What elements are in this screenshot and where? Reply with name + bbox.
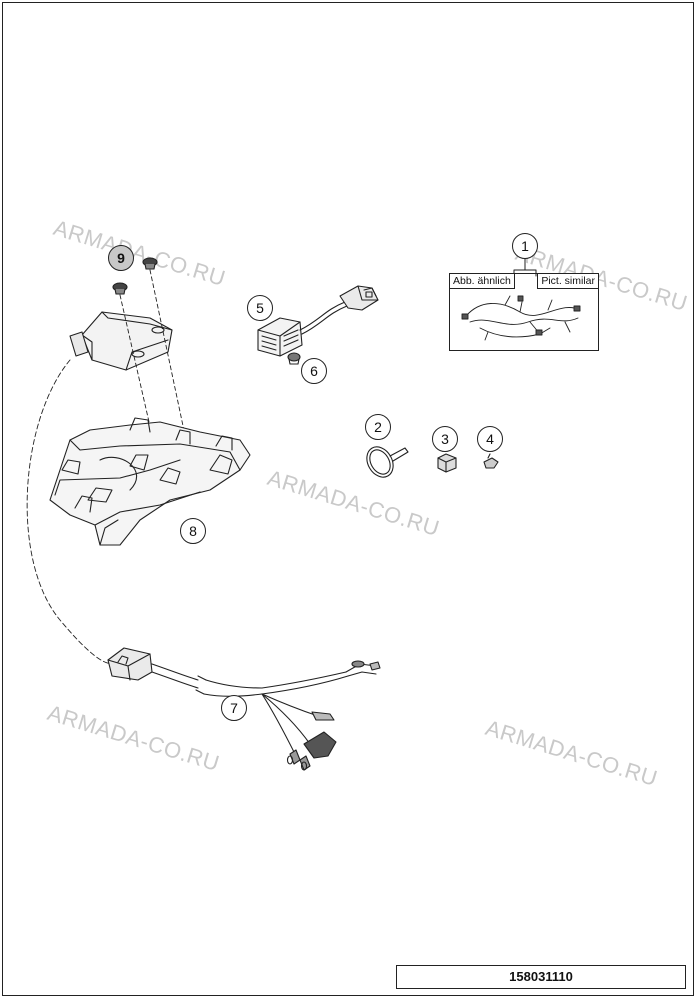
callout-6[interactable]: 6 xyxy=(301,358,327,384)
mounting-bracket-drawing xyxy=(49,417,251,546)
callout-7[interactable]: 7 xyxy=(221,695,247,721)
wiring-harness-drawing xyxy=(107,647,381,771)
rubber-cap-drawing xyxy=(437,453,457,473)
voltage-regulator-drawing xyxy=(257,285,379,357)
callout-3[interactable]: 3 xyxy=(432,426,458,452)
cable-tie-drawing xyxy=(366,446,409,478)
screw-drawing xyxy=(112,257,158,295)
control-unit-drawing xyxy=(69,311,173,371)
callout-9[interactable]: 9 xyxy=(108,245,134,271)
callout-5[interactable]: 5 xyxy=(247,295,273,321)
inset-label-left: Abb. ähnlich xyxy=(449,273,515,289)
inset-label-right: Pict. similar xyxy=(537,273,599,289)
callout-4[interactable]: 4 xyxy=(477,426,503,452)
callout-2[interactable]: 2 xyxy=(365,414,391,440)
callout-1[interactable]: 1 xyxy=(512,233,538,259)
inset-picture-similar: Abb. ähnlich Pict. similar xyxy=(449,273,599,351)
callout-8[interactable]: 8 xyxy=(180,518,206,544)
inset-harness-drawing xyxy=(461,295,581,341)
clip-drawing xyxy=(483,453,499,469)
part-number-box: 158031110 xyxy=(396,965,686,989)
screw-drawing xyxy=(287,352,301,365)
